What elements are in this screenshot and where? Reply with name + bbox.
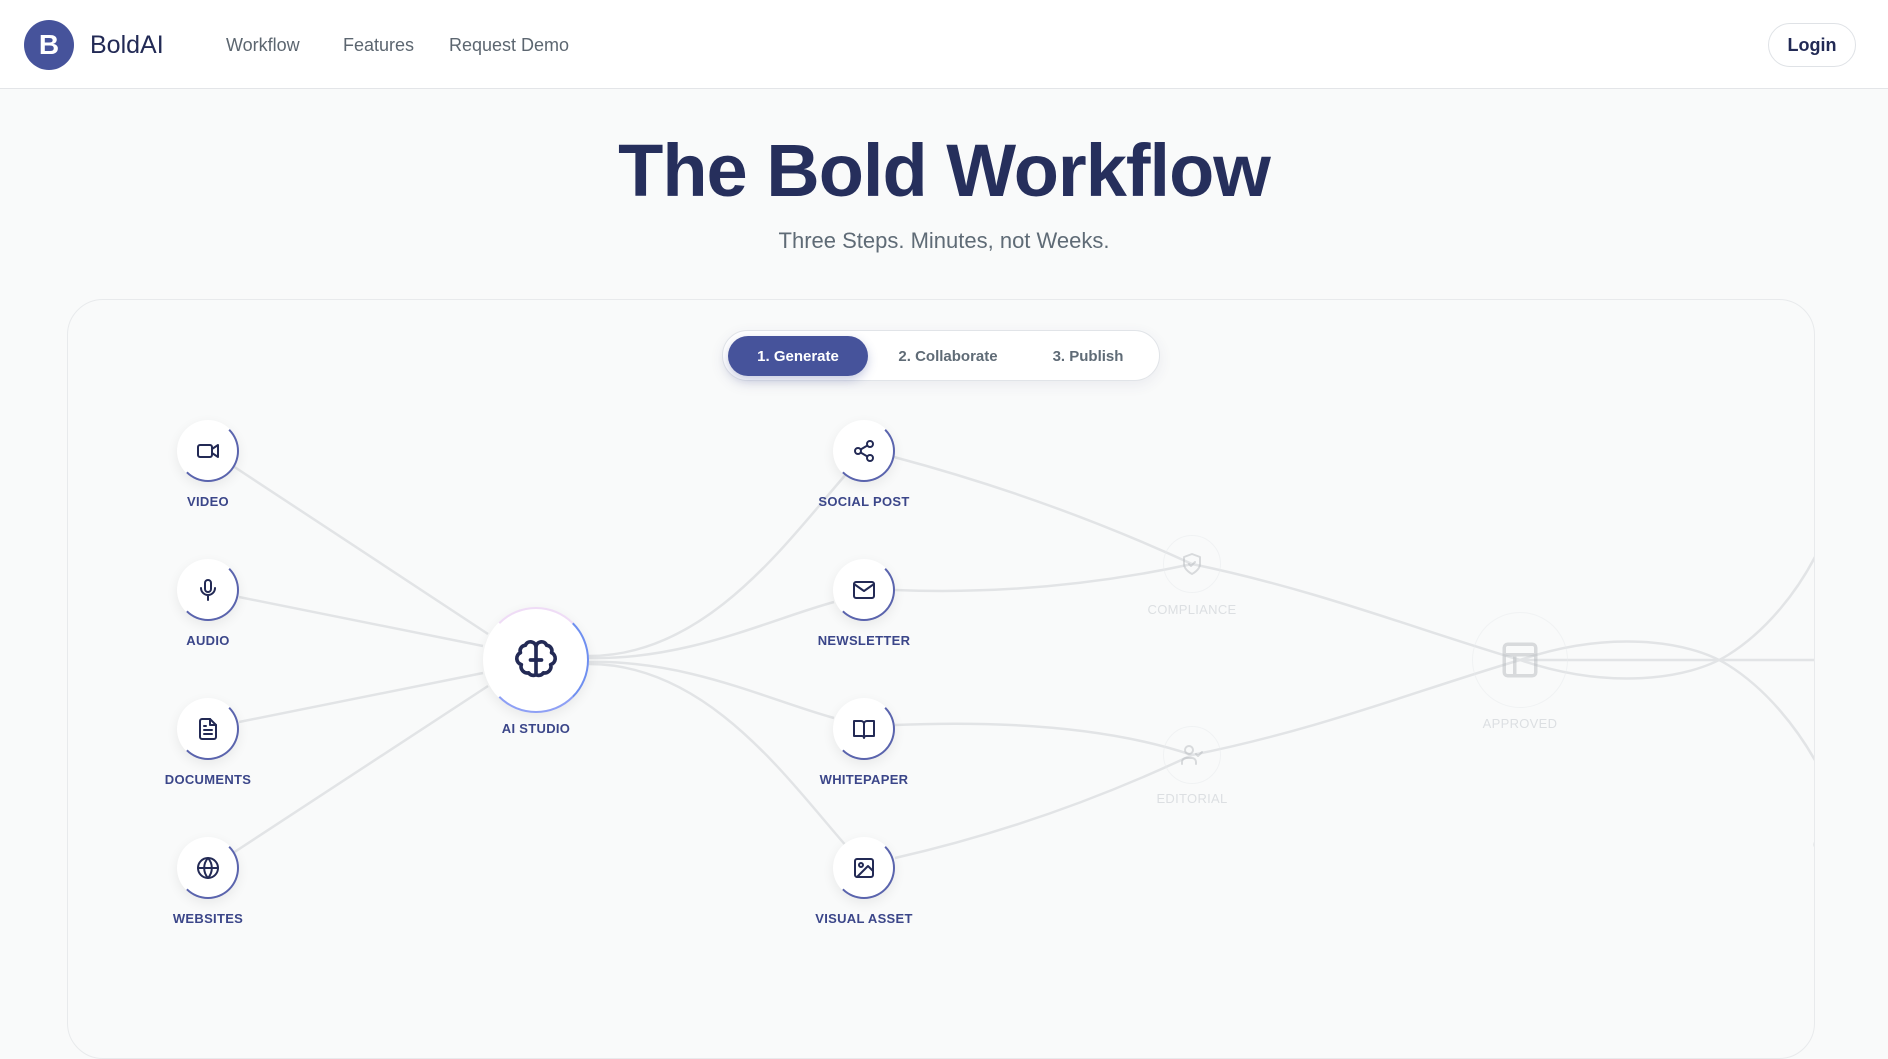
node-label: VISUAL ASSET (815, 911, 913, 926)
tab-generate[interactable]: 1. Generate (728, 336, 868, 376)
node-label: WEBSITES (172, 911, 244, 926)
brain-icon (514, 640, 558, 678)
login-button[interactable]: Login (1768, 23, 1856, 67)
node-visual-asset[interactable] (833, 837, 895, 899)
link-newsletter-compliance (894, 562, 1193, 593)
node-websites[interactable] (177, 837, 239, 899)
clipped-label: G (1808, 837, 1814, 852)
link-ai-social (588, 471, 849, 658)
tab-collaborate[interactable]: 2. Collaborate (878, 336, 1018, 376)
page-subtitle: Three Steps. Minutes, not Weeks. (778, 228, 1110, 253)
link-visual-editorial (894, 753, 1193, 860)
node-compliance[interactable] (1163, 535, 1221, 593)
node-newsletter[interactable] (833, 559, 895, 621)
node-approved[interactable] (1472, 612, 1568, 708)
nav-features[interactable]: Features (343, 35, 415, 55)
node-whitepaper[interactable] (833, 698, 895, 760)
link-video-ai (232, 464, 489, 636)
brand-name[interactable]: BoldAI (90, 31, 164, 59)
node-label: EDITORIAL (1156, 791, 1228, 806)
globe-icon (197, 857, 219, 879)
node-label: SOCIAL POST (818, 494, 910, 509)
link-documents-ai (238, 671, 484, 724)
node-documents[interactable] (177, 698, 239, 760)
mail-icon (853, 581, 875, 599)
node-label: APPROVED (1482, 716, 1558, 731)
share-icon (854, 440, 874, 462)
nav-request-demo[interactable]: Request Demo (449, 35, 570, 55)
link-social-compliance (893, 455, 1193, 566)
node-audio[interactable] (177, 559, 239, 621)
step-tabs: 1. Generate 2. Collaborate 3. Publish (722, 330, 1160, 381)
node-label: COMPLIANCE (1147, 602, 1237, 617)
microphone-icon (200, 579, 216, 601)
image-icon (854, 858, 874, 878)
link-editorial-approved (1191, 658, 1521, 757)
link-ai-visual (588, 662, 849, 849)
link-whitepaper-editorial (894, 722, 1193, 757)
shield-check-icon (1183, 553, 1201, 575)
user-check-icon (1181, 745, 1203, 765)
node-label: DOCUMENTS (164, 772, 252, 787)
link-audio-ai (238, 595, 484, 648)
node-social-post[interactable] (833, 420, 895, 482)
node-label: WHITEPAPER (819, 772, 909, 787)
link-approved-down (1519, 640, 1814, 762)
document-icon (199, 718, 217, 740)
node-label: AI STUDIO (501, 721, 571, 736)
node-video[interactable] (177, 420, 239, 482)
node-editorial[interactable] (1163, 726, 1221, 784)
link-ai-whitepaper (588, 660, 835, 720)
logo[interactable]: B (24, 20, 74, 70)
layout-icon (1502, 642, 1538, 678)
link-ai-newsletter (588, 600, 835, 660)
node-ai-studio[interactable] (483, 607, 589, 713)
node-label: AUDIO (186, 633, 230, 648)
video-icon (197, 444, 219, 458)
link-websites-ai (232, 684, 489, 855)
link-approved-up (1519, 556, 1814, 680)
nav-workflow[interactable]: Workflow (226, 35, 300, 55)
node-label: VIDEO (187, 494, 229, 509)
top-nav: B BoldAI Workflow Features Request Demo … (0, 0, 1888, 89)
workflow-card: 1. Generate 2. Collaborate 3. Publish VI… (67, 299, 1815, 1059)
book-icon (853, 720, 875, 739)
tab-publish[interactable]: 3. Publish (1023, 336, 1153, 376)
node-label: NEWSLETTER (817, 633, 911, 648)
page-title: The Bold Workflow (618, 129, 1271, 212)
